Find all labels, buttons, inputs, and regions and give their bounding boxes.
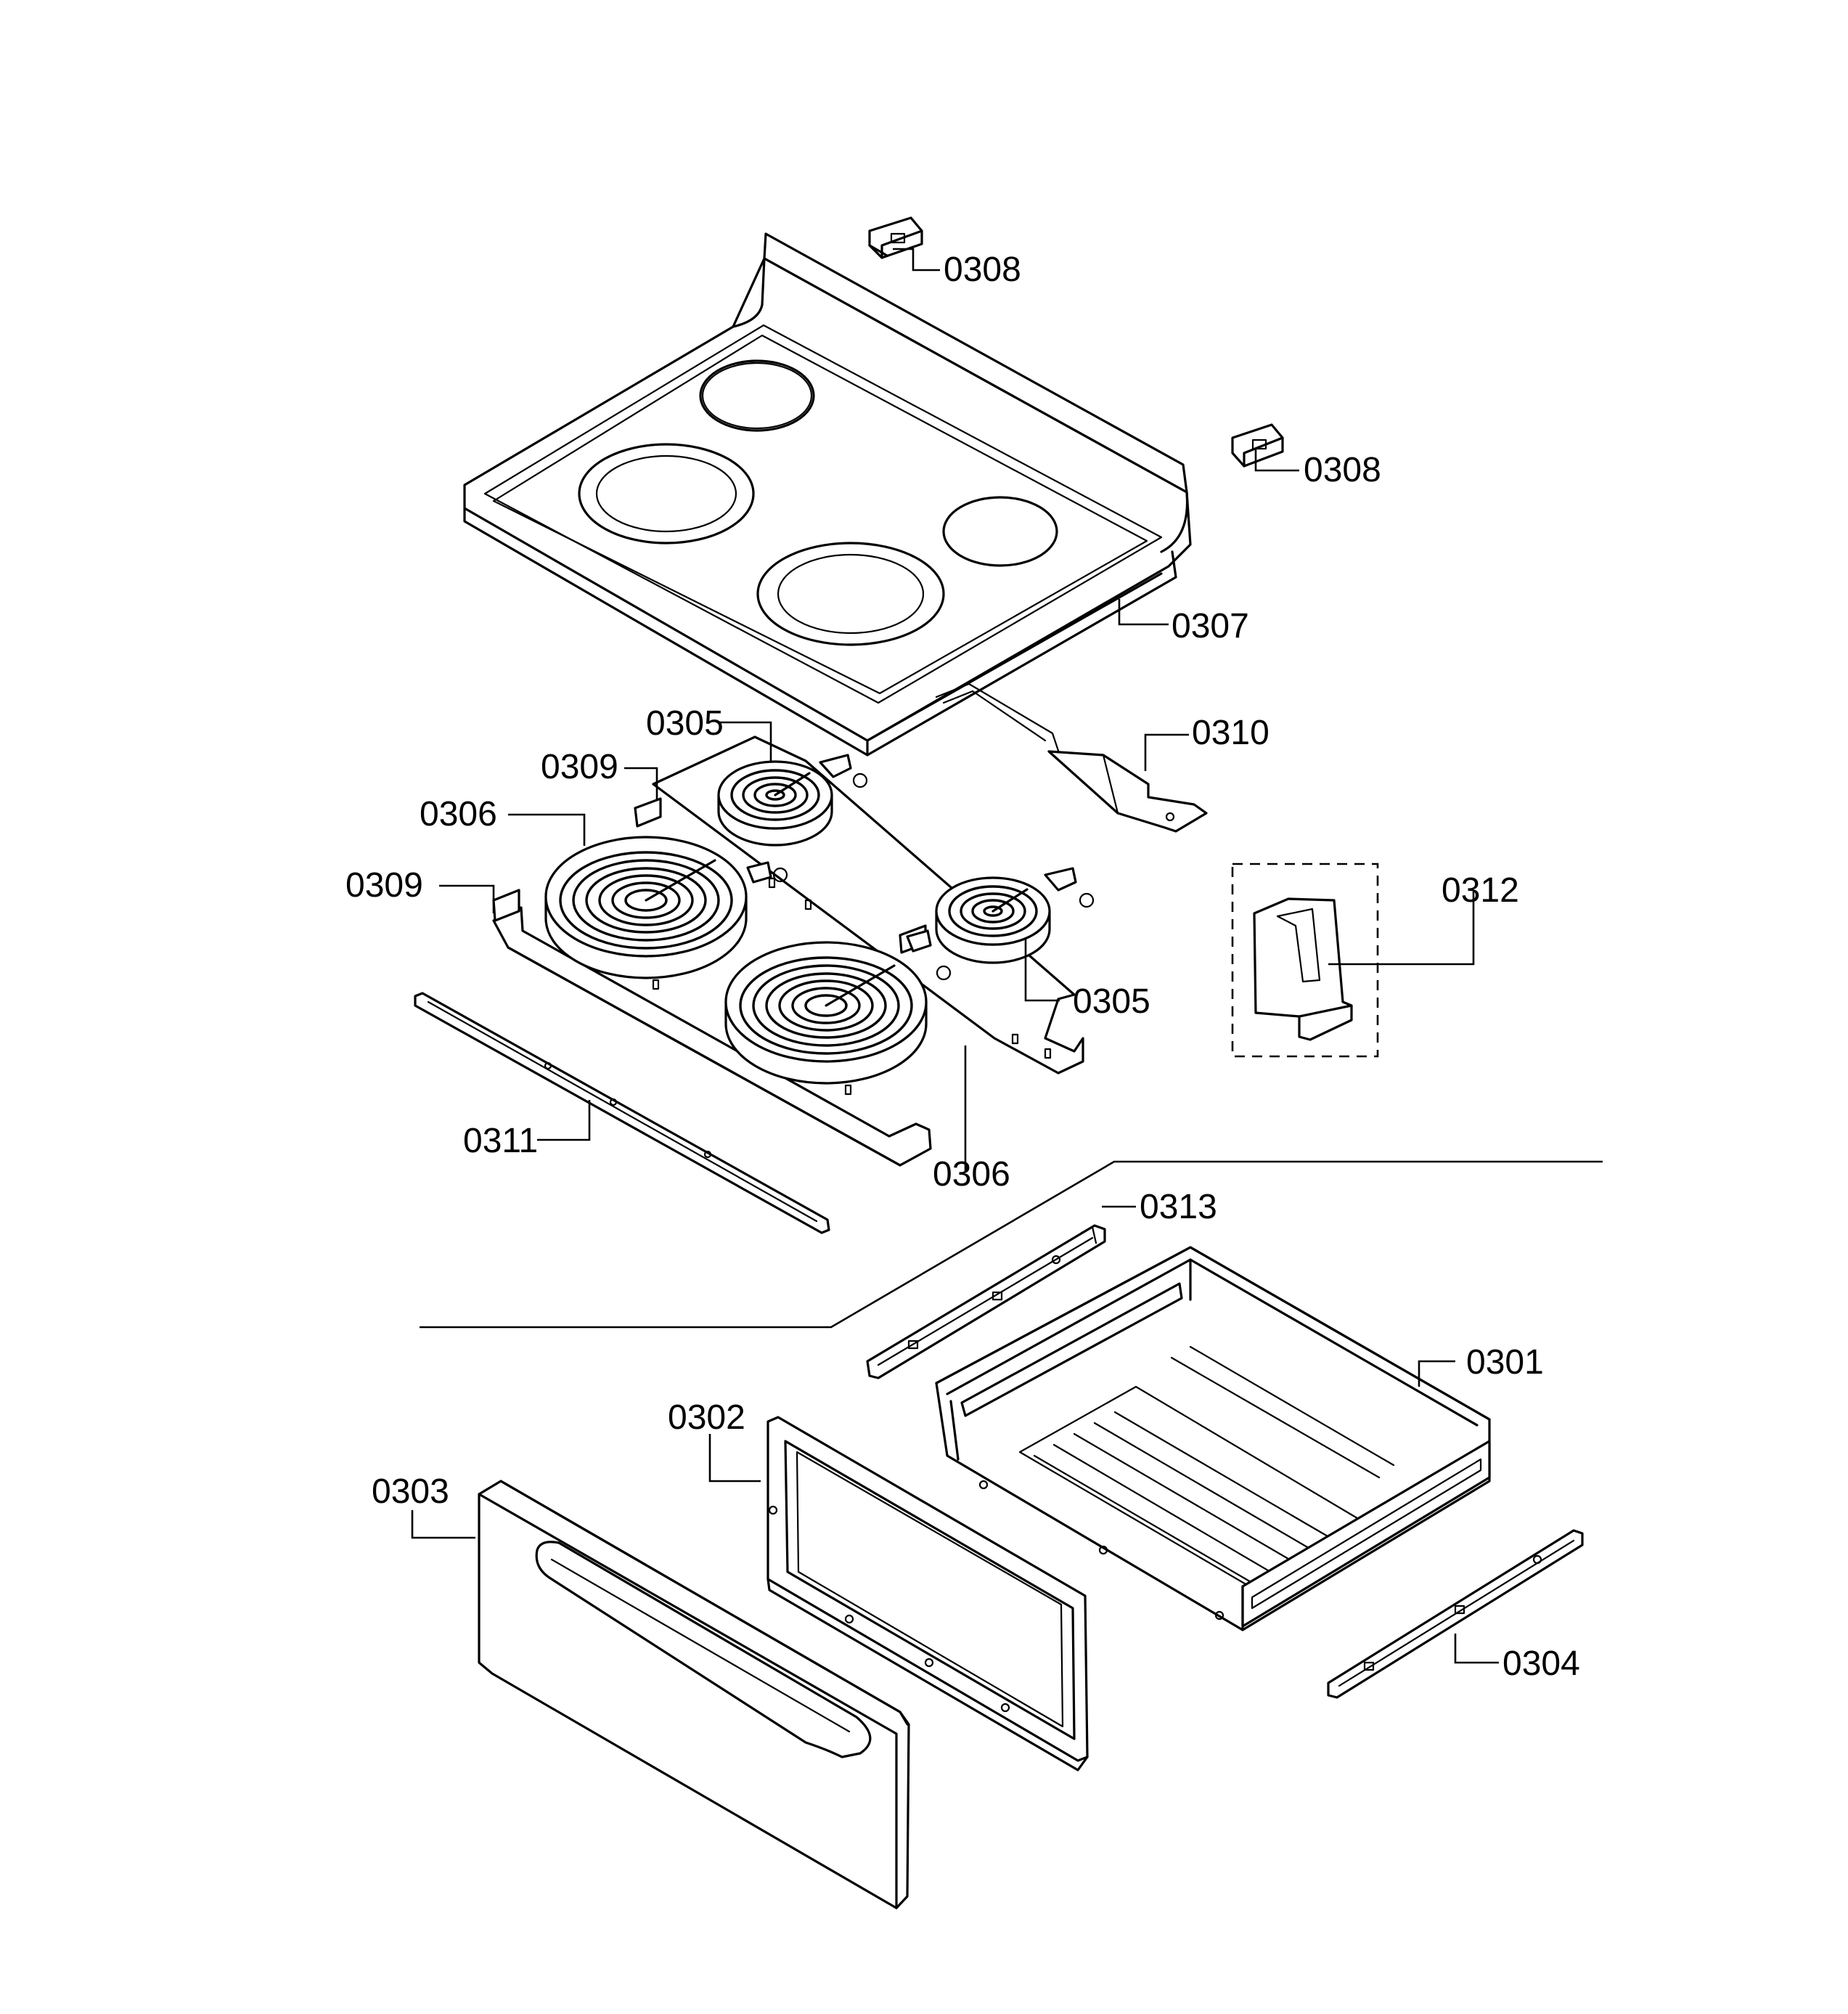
label-0303: 0303 [372, 1472, 449, 1511]
label-0308-top: 0308 [944, 250, 1021, 289]
label-0308-right: 0308 [1304, 451, 1381, 489]
part-0313-left-slide [866, 1224, 1106, 1379]
part-0311-trim-strip [414, 992, 830, 1234]
label-0305-right: 0305 [1073, 982, 1150, 1021]
part-0302-inner-panel [766, 1416, 1089, 1772]
part-0312-knob-insert [1231, 863, 1379, 1058]
part-0305-small-burner-right [935, 867, 1095, 964]
label-0310: 0310 [1192, 714, 1270, 752]
part-0301-drawer-box [935, 1246, 1491, 1631]
part-0305-small-burner-rear [717, 754, 868, 847]
part-0308-clip-top [868, 216, 923, 259]
part-0303-drawer-front [478, 1480, 910, 1909]
label-0309-lower: 0309 [346, 866, 423, 905]
label-0305-rear: 0305 [646, 704, 724, 743]
label-0304: 0304 [1502, 1644, 1580, 1683]
part-0306-large-burner-left [544, 836, 788, 979]
label-0311: 0311 [463, 1122, 538, 1160]
part-0307-cooktop [463, 232, 1192, 757]
part-0308-clip-right [1231, 423, 1284, 468]
part-labels: 0308 0308 0307 0310 0305 0309 0306 0309 … [346, 250, 1580, 1683]
label-0307: 0307 [1172, 607, 1249, 645]
leader-lines [411, 248, 1499, 1664]
label-0306-front: 0306 [933, 1155, 1010, 1194]
label-0309-upper: 0309 [541, 748, 618, 786]
label-0301: 0301 [1466, 1343, 1544, 1382]
part-0304-right-slide [1327, 1529, 1584, 1699]
section-divider-line [420, 1160, 1603, 1329]
part-0306-large-burner-front [724, 929, 952, 1085]
label-0302: 0302 [668, 1398, 745, 1437]
label-0312: 0312 [1442, 871, 1519, 910]
part-0310-harness [935, 682, 1208, 833]
label-0313: 0313 [1140, 1188, 1217, 1226]
label-0306-left: 0306 [420, 795, 497, 833]
